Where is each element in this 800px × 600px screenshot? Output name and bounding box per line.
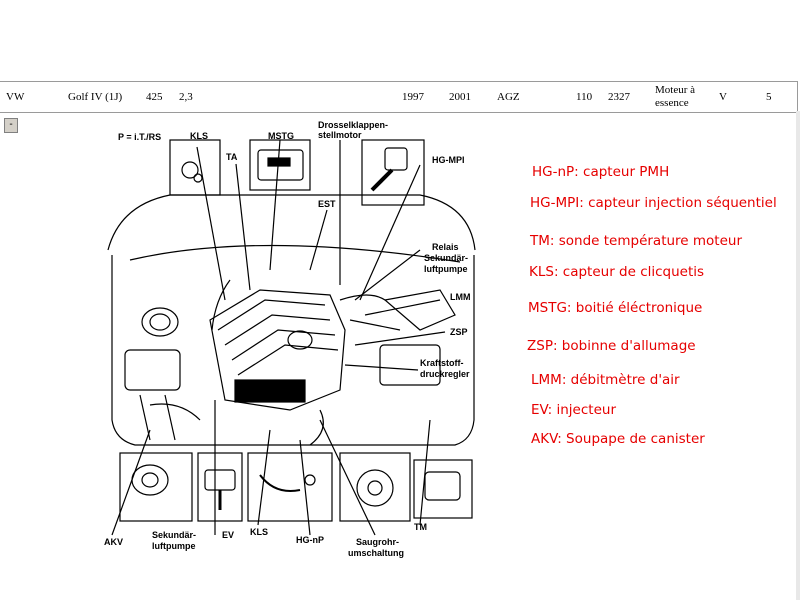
relais-label-1: Relais <box>432 242 459 252</box>
legend-zsp: ZSP: bobinne d'allumage <box>527 338 696 354</box>
scrollbar-edge[interactable] <box>796 111 800 600</box>
kls-top-label: KLS <box>190 131 208 141</box>
ev-label: EV <box>222 530 234 540</box>
valve-cell: V <box>719 91 727 103</box>
year-to-cell: 2001 <box>449 91 471 103</box>
relais-label-3: luftpumpe <box>424 264 468 274</box>
vehicle-info-row: VW Golf IV (1J) 425 2,3 1997 2001 AGZ 11… <box>0 81 798 113</box>
tm-label: TM <box>414 522 427 532</box>
kraft-label-1: Kraftstoff- <box>420 358 464 368</box>
year-from-cell: 1997 <box>402 91 424 103</box>
zsp-label: ZSP <box>450 327 468 337</box>
ta-label: TA <box>226 152 238 162</box>
legend-kls: KLS: capteur de clicquetis <box>529 264 705 280</box>
kraft-label-2: druckregler <box>420 369 470 379</box>
kls-bottom-label: KLS <box>250 527 268 537</box>
saugrohr-label-2: umschaltung <box>348 548 404 558</box>
est-label: EST <box>318 199 336 209</box>
displacement-cell: 2,3 <box>179 91 193 103</box>
drossel-label-1: Drosselklappen- <box>318 120 388 130</box>
engine-type-cell: Moteur à essence <box>655 84 696 109</box>
legend-lmm: LMM: débitmètre d'air <box>531 372 680 388</box>
legend-hg-mpi: HG-MPI: capteur injection séquentiel <box>530 195 777 211</box>
lmm-label: LMM <box>450 292 471 302</box>
akv-label: AKV <box>104 537 123 547</box>
sekundar-label-2: luftpumpe <box>152 541 196 551</box>
mstg-label: MSTG <box>268 131 294 141</box>
make-cell: VW <box>6 91 25 103</box>
legend-mstg: MSTG: boitié éléctronique <box>528 300 703 316</box>
relais-label-2: Sekundär- <box>424 253 468 263</box>
saugrohr-label-1: Saugrohr- <box>356 537 399 547</box>
power-cell: 110 <box>576 91 593 103</box>
engine-code-cell: AGZ <box>497 91 520 103</box>
hg-np-label: HG-nP <box>296 535 324 545</box>
legend-hg-np: HG-nP: capteur PMH <box>532 164 670 180</box>
sekundar-label-1: Sekundär- <box>152 530 196 540</box>
drossel-label-2: stellmotor <box>318 130 362 140</box>
collapse-button[interactable]: - <box>4 118 18 133</box>
header-label: P = i.T./RS <box>118 132 161 142</box>
hg-mpi-label: HG-MPI <box>432 155 465 165</box>
ccm-cell: 2327 <box>608 91 630 103</box>
code-cell: 425 <box>146 91 163 103</box>
legend-ev: EV: injecteur <box>531 402 616 418</box>
legend-tm: TM: sonde température moteur <box>530 233 743 249</box>
engine-bay-diagram: P = i.T./RS KLS MSTG Drosselklappen- ste… <box>104 120 476 558</box>
cylinders-cell: 5 <box>766 91 772 103</box>
model-cell: Golf IV (1J) <box>68 91 123 103</box>
legend-akv: AKV: Soupape de canister <box>531 431 705 447</box>
